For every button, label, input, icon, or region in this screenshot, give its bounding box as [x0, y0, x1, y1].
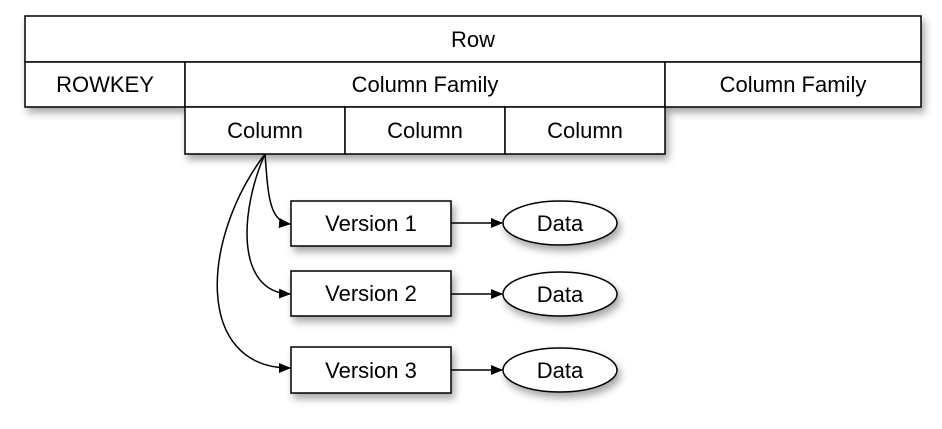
rowkey-label: ROWKEY	[56, 72, 154, 97]
version-connectors	[216, 153, 291, 373]
data-ellipse-3	[502, 347, 618, 393]
version-box-2	[290, 270, 452, 317]
version-label-2: Version 2	[325, 281, 417, 306]
version-label-3: Version 3	[325, 358, 417, 383]
data-ellipse-1	[502, 200, 618, 246]
version-label-1: Version 1	[325, 211, 417, 236]
data-arrows	[451, 218, 503, 375]
connector-version-1	[264, 153, 291, 228]
connector-version-2	[246, 153, 291, 299]
columns-table	[184, 106, 666, 155]
data-ellipse-2	[502, 271, 618, 317]
data-ellipses	[502, 200, 618, 393]
column-family-label-2: Column Family	[720, 72, 867, 97]
row-label: Row	[451, 27, 495, 52]
column-label-3: Column	[547, 118, 623, 143]
data-label-1: Data	[537, 211, 584, 236]
data-label-2: Data	[537, 282, 584, 307]
version-box-3	[290, 346, 452, 394]
column-family-label-1: Column Family	[352, 72, 499, 97]
data-label-3: Data	[537, 358, 584, 383]
row-table	[24, 15, 922, 108]
version-boxes	[290, 200, 452, 394]
column-label-1: Column	[227, 118, 303, 143]
column-label-2: Column	[387, 118, 463, 143]
connector-version-3	[216, 153, 291, 373]
